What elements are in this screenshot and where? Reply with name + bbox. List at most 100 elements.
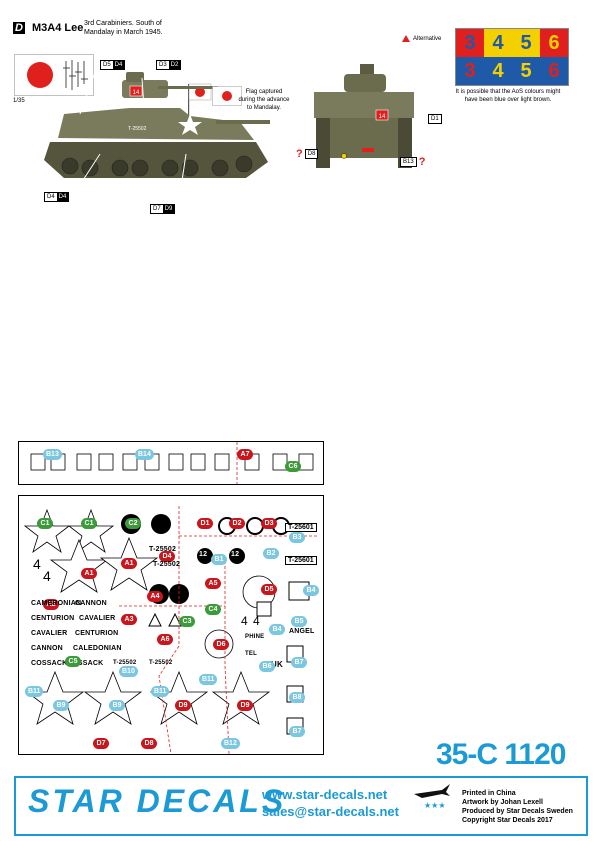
- serial-decal-4: T-25601: [285, 556, 317, 565]
- swatch-bottom-4: 4: [484, 57, 512, 85]
- decal-sheet-small: B13 B14 A7 C6: [18, 441, 324, 485]
- decal-c4: C4: [205, 604, 221, 615]
- callout-d1: D1: [428, 114, 442, 124]
- decal-d9-b: D9: [237, 700, 253, 711]
- website-link[interactable]: www.star-decals.net: [262, 787, 388, 802]
- number-4-a: 4: [33, 556, 41, 572]
- contact-links: www.star-decals.net sales@star-decals.ne…: [262, 786, 399, 820]
- decal-b6: B6: [259, 661, 275, 672]
- decal-b14: B14: [135, 449, 154, 460]
- decal-b11-b: B11: [25, 686, 44, 697]
- name-cavalier-b: CAVALIER: [31, 630, 68, 637]
- decal-b11-c: B11: [151, 686, 170, 697]
- swatch-top-6: 6: [540, 29, 568, 57]
- decal-b4-b: B4: [269, 624, 285, 635]
- unit-line-2: Mandalay in March 1945.: [84, 29, 163, 36]
- serial-decal-2: T-25502: [149, 546, 177, 553]
- question-mark-icon: ?: [418, 156, 426, 168]
- decal-a5: A5: [205, 578, 221, 589]
- alternative-note: It is possible that the AoS colours migh…: [455, 89, 561, 103]
- serial-decal-5: T-25502: [113, 660, 137, 666]
- name-cavalier-a: CAVALIER: [79, 615, 116, 622]
- decal-b9-b: B9: [109, 700, 125, 711]
- decal-b3: B3: [289, 532, 305, 543]
- number-4-b: 4: [43, 568, 51, 584]
- jet-logo-icon: ★★★: [414, 784, 450, 810]
- decal-sheet-main: C1 C1 C2 D1 D2 D3 T-25601 B3 T-25502 D4 …: [18, 495, 324, 755]
- name-centurion-a: CENTURION: [31, 615, 75, 622]
- decal-a7: A7: [237, 449, 253, 460]
- footer-box: [14, 776, 588, 836]
- printed-in: Printed in China: [462, 790, 516, 797]
- decal-b13: B13: [43, 449, 62, 460]
- swatch-top-3: 3: [456, 29, 484, 57]
- japanese-flag-small: [212, 86, 242, 106]
- tank-number-rear: 14: [379, 114, 386, 120]
- name-cameronian: CAMERONIAN: [31, 600, 82, 607]
- decal-d5: D5: [261, 584, 277, 595]
- name-cossack-b: COSSACK: [67, 660, 104, 667]
- swatch-top-5: 5: [512, 29, 540, 57]
- decal-a3: A3: [121, 614, 137, 625]
- decal-d2: D2: [229, 518, 245, 529]
- serial-side: T-25502: [128, 126, 147, 132]
- number-4-d: 4: [253, 614, 260, 628]
- credits: Printed in China Artwork by Johan Lexell…: [462, 789, 573, 825]
- vehicle-model: M3A4 Lee: [32, 22, 84, 34]
- swatch-bottom-5: 5: [512, 57, 540, 85]
- serial-decal-3: T-25502: [153, 561, 181, 568]
- angel-text: ANGEL: [289, 628, 315, 635]
- decal-b11-a: B11: [199, 674, 218, 685]
- artwork-by: Artwork by Johan Lexell: [462, 799, 543, 806]
- serial-decal-1: T-25601: [285, 523, 317, 532]
- decal-a1-b: A1: [81, 568, 97, 579]
- decal-d4: D4: [159, 551, 175, 562]
- product-code: 35-C 1120: [436, 738, 566, 771]
- unit-description: 3rd Carabiniers. South of Mandalay in Ma…: [84, 19, 174, 37]
- decal-c5: C5: [65, 656, 81, 667]
- swatch-bottom-6: 6: [540, 57, 568, 85]
- decal-a6: A6: [157, 634, 173, 645]
- decal-c1-b: C1: [81, 518, 97, 529]
- decal-c3: C3: [179, 616, 195, 627]
- brand-logo: STAR DECALS: [28, 783, 287, 819]
- decal-a4: A4: [147, 591, 163, 602]
- decal-b7-b: B7: [289, 726, 305, 737]
- email-link[interactable]: sales@star-decals.net: [262, 804, 399, 819]
- decal-b2: B2: [263, 548, 279, 559]
- decal-b7-a: B7: [291, 657, 307, 668]
- serial-decal-6: T-25502: [149, 660, 173, 666]
- decal-a2: A2: [43, 599, 59, 610]
- produced-by: Produced by Star Decals Sweden: [462, 808, 573, 815]
- decal-b4-a: B4: [303, 585, 319, 596]
- tank-number-side: 14: [133, 90, 140, 96]
- japanese-flag-large: [14, 54, 94, 96]
- decal-c1-a: C1: [37, 518, 53, 529]
- decal-d3: D3: [261, 518, 277, 529]
- decal-d6: D6: [213, 639, 229, 650]
- decal-a1-a: A1: [121, 558, 137, 569]
- copyright: Copyright Star Decals 2017: [462, 817, 553, 824]
- swatch-top-4: 4: [484, 29, 512, 57]
- name-cannon-b: CANNON: [31, 645, 63, 652]
- callout-d8: ? D8: [296, 148, 319, 160]
- decal-c2: C2: [125, 518, 141, 529]
- number-12-a: 12: [199, 551, 208, 558]
- alternative-legend: Alternative: [402, 35, 441, 42]
- name-cannon-a: CANNON: [75, 600, 107, 607]
- decal-d9-a: D9: [175, 700, 191, 711]
- decal-b9-a: B9: [53, 700, 69, 711]
- decal-b10: B10: [119, 666, 138, 677]
- marking-badge: D: [13, 22, 25, 34]
- scale-label: 1/35: [13, 98, 25, 104]
- number-12-b: 12: [231, 551, 240, 558]
- decal-b5: B5: [291, 616, 307, 627]
- unit-line-1: 3rd Carabiniers. South of: [84, 20, 162, 27]
- phine-text: PHINE: [245, 634, 265, 640]
